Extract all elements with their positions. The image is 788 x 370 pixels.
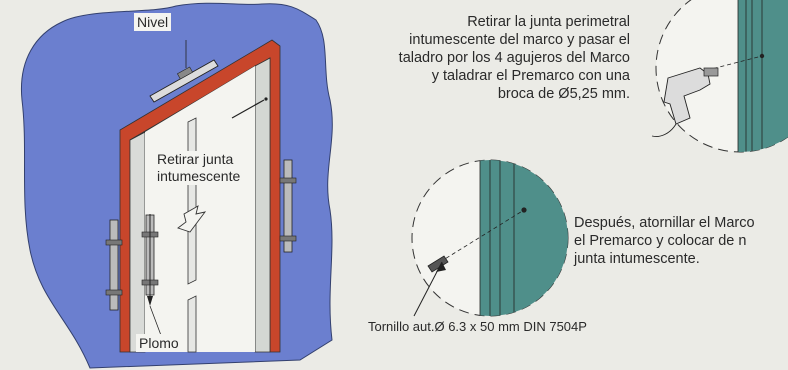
step1-line-5: broca de Ø5,25 mm. — [497, 86, 630, 102]
label-tornillo: Tornillo aut.Ø 6.3 x 50 mm DIN 7504P — [368, 319, 587, 334]
step1-line-4: y taladrar el Premarco con una — [431, 68, 630, 84]
label-retirar-line-2: intumescente — [157, 168, 241, 184]
step2-instructions: Después, atornillar el Marco el Premarco… — [574, 214, 755, 268]
step2-line-3: junta intumescente. — [574, 251, 700, 267]
drill-icon — [651, 67, 719, 137]
step1-instructions: Retirar la junta perimetral intumescente… — [399, 13, 630, 103]
label-plomo: Plomo — [136, 334, 182, 352]
step1-line-1: Retirar la junta perimetral — [467, 14, 630, 30]
step1-line-2: intumescente del marco y pasar el — [409, 32, 630, 48]
label-nivel: Nivel — [134, 13, 172, 31]
step2-line-2: el Premarco y colocar de n — [574, 233, 747, 249]
screw-detail — [411, 159, 569, 317]
label-retirar-line-1: Retirar junta — [157, 151, 234, 167]
remove-arrow — [177, 205, 207, 233]
label-retirar-junta: Retirar junta intumescente — [154, 151, 244, 185]
step2-line-1: Después, atornillar el Marco — [574, 215, 755, 231]
step1-line-3: taladro por los 4 agujeros del Marco — [398, 50, 630, 66]
clamp-right — [279, 159, 297, 253]
plumb-line — [147, 214, 163, 339]
clamp-left — [105, 219, 123, 311]
drill-hint-arrow — [231, 99, 265, 119]
level-tool — [149, 40, 219, 103]
door-opening — [145, 66, 255, 352]
